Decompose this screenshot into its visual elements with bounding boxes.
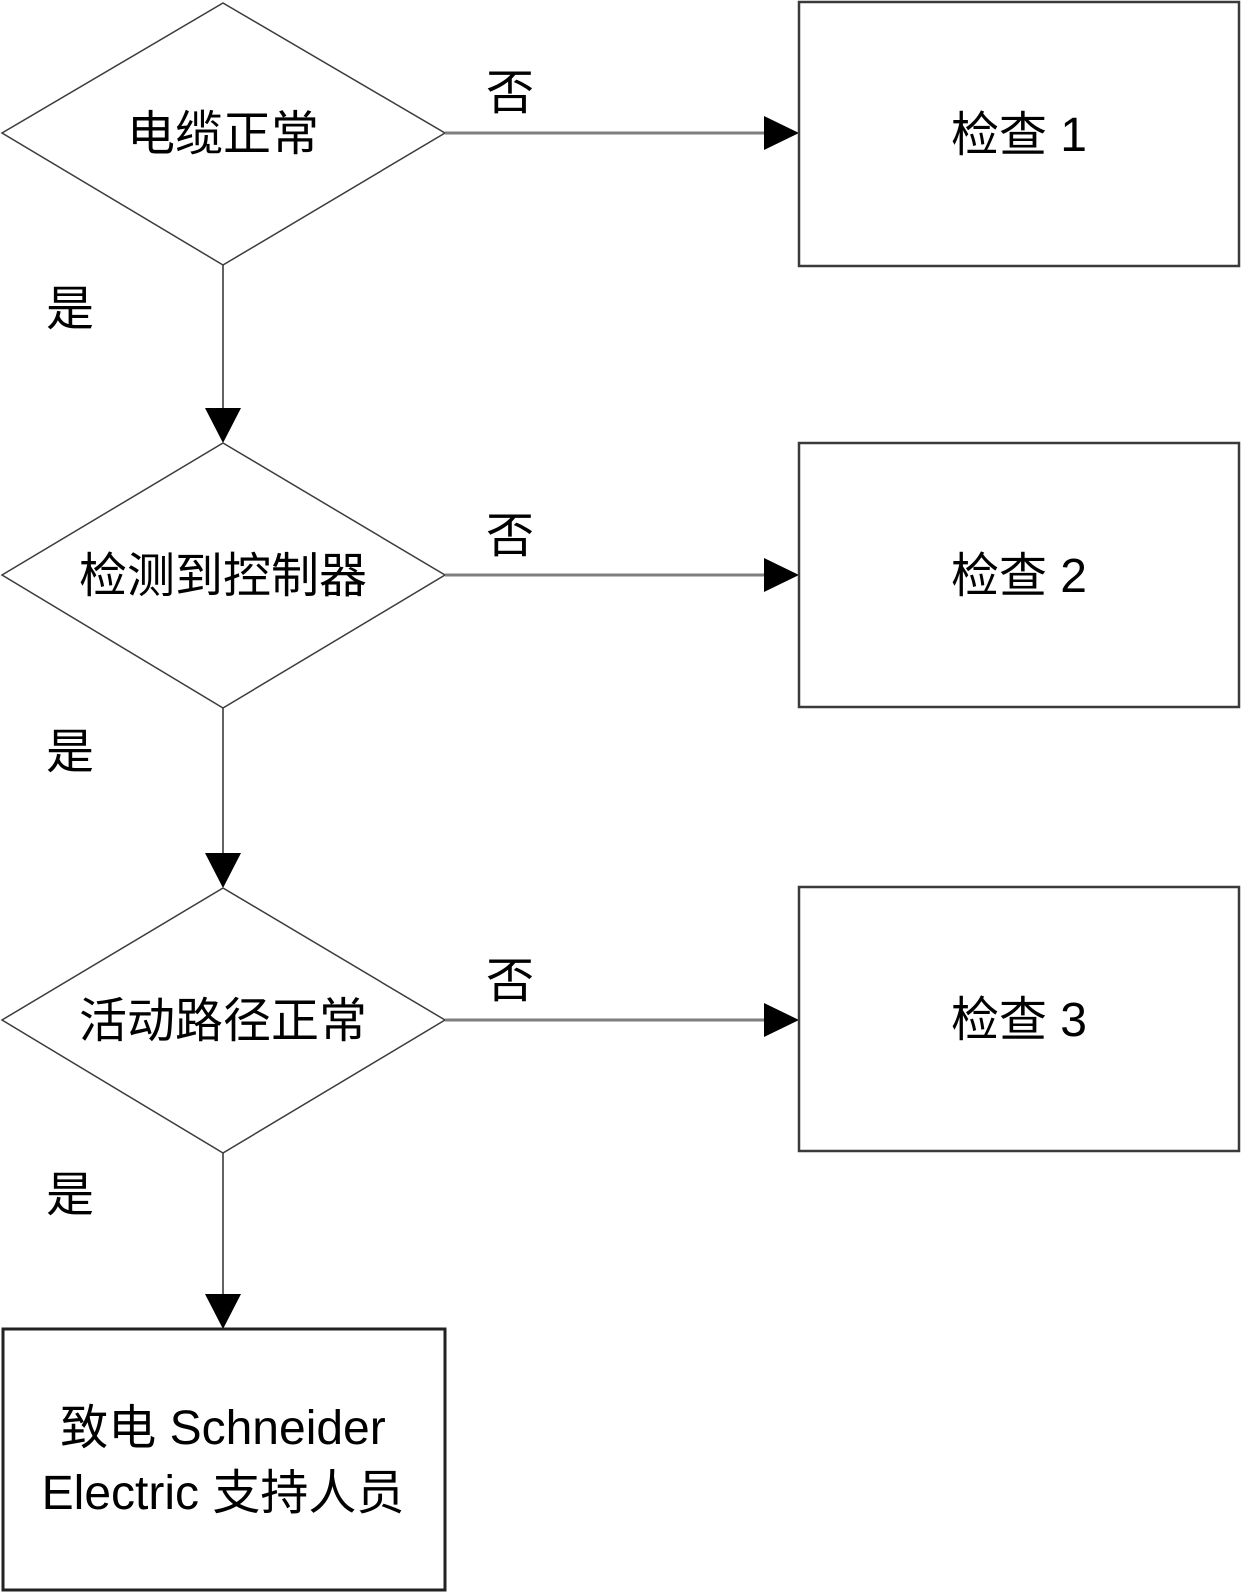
decision-active-path-ok: 活动路径正常 (0, 887, 447, 1154)
no-label-2: 否 (486, 510, 534, 563)
call-support-label-line1: 致电 Schneider (60, 1402, 385, 1455)
no-arrow-2: 否 (445, 510, 799, 592)
no-arrow-2-arrowhead-icon (764, 558, 799, 592)
check-2-box (797, 441, 1241, 709)
decision-cable-ok-label: 电缆正常 (127, 108, 319, 161)
no-arrow-3-arrowhead-icon (764, 1003, 799, 1037)
decision-cable-ok: 电缆正常 (0, 2, 447, 266)
yes-arrow-3: 是 (46, 1153, 241, 1329)
check-3-box (797, 885, 1241, 1153)
check-1: 检查 1 (797, 0, 1241, 268)
no-arrow-1-arrowhead-icon (764, 116, 799, 150)
check-3: 检查 3 (797, 885, 1241, 1153)
decision-controller-detected-label: 检测到控制器 (79, 550, 367, 603)
no-label-3: 否 (486, 955, 534, 1008)
check-1-label: 检查 1 (951, 109, 1087, 162)
yes-label-3: 是 (46, 1169, 94, 1222)
check-2-label: 检查 2 (951, 550, 1087, 603)
check-3-label: 检查 3 (951, 994, 1087, 1047)
call-support-label-line2: Electric 支持人员 (42, 1467, 405, 1520)
yes-arrow-1: 是 (46, 265, 241, 443)
call-support-box (1, 1327, 447, 1592)
yes-arrow-1-arrowhead-icon (205, 408, 241, 443)
yes-arrow-2-arrowhead-icon (205, 853, 241, 888)
no-label-1: 否 (486, 67, 534, 120)
check-2: 检查 2 (797, 441, 1241, 709)
yes-arrow-2: 是 (46, 708, 241, 888)
call-support-step: 致电 Schneider Electric 支持人员 (1, 1327, 447, 1592)
yes-label-2: 是 (46, 726, 94, 779)
decision-active-path-ok-label: 活动路径正常 (79, 995, 367, 1048)
decision-controller-detected: 检测到控制器 (0, 442, 447, 709)
no-arrow-3: 否 (445, 955, 799, 1037)
yes-arrow-3-arrowhead-icon (205, 1294, 241, 1329)
check-1-box (797, 0, 1241, 268)
no-arrow-1: 否 (445, 67, 799, 150)
yes-label-1: 是 (46, 283, 94, 336)
